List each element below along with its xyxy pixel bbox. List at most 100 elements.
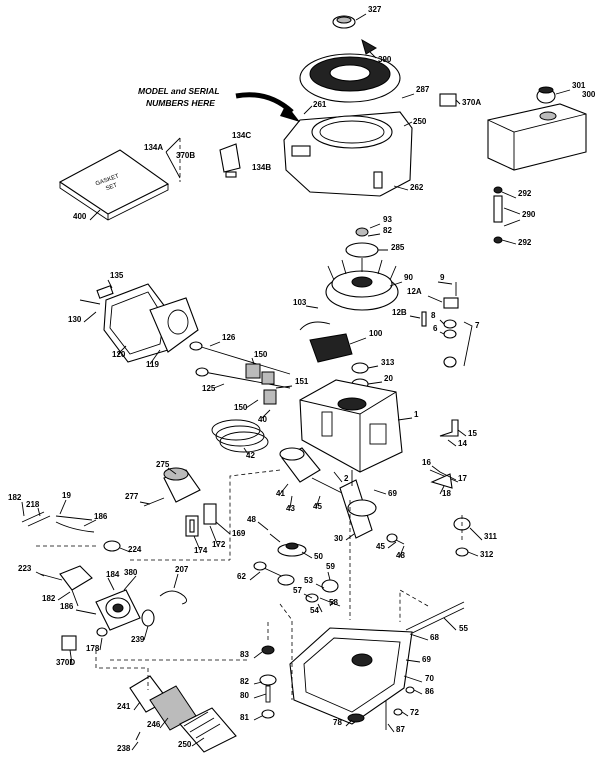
part-50-cam-gear [269, 533, 405, 557]
part-285-screen [345, 242, 379, 258]
part-400-gasket-set [58, 149, 170, 221]
part-label-p327: 327 [368, 5, 382, 14]
part-label-p400: 400 [73, 212, 87, 221]
part-172-174-169-gaskets [185, 503, 217, 537]
part-label-p7: 7 [475, 321, 480, 330]
part-72-plug [393, 708, 403, 716]
part-19-218-186-links [21, 511, 95, 533]
part-label-p45a: 45 [313, 502, 322, 511]
part-label-p130: 130 [68, 315, 82, 324]
part-label-p150a: 150 [254, 350, 268, 359]
part-134-bracket [219, 143, 241, 178]
part-313-seal [351, 362, 369, 374]
part-label-p313: 313 [381, 358, 395, 367]
part-label-p126: 126 [222, 333, 236, 342]
part-label-p169: 169 [232, 529, 246, 538]
part-label-p8: 8 [431, 311, 436, 320]
part-label-p68: 68 [430, 633, 439, 642]
part-label-p69b: 69 [422, 655, 431, 664]
part-label-p86: 86 [425, 687, 434, 696]
part-label-p246: 246 [147, 720, 161, 729]
part-label-p12B: 12B [392, 308, 407, 317]
part-label-p12A: 12A [407, 287, 422, 296]
part-label-p311: 311 [484, 532, 497, 541]
part-label-p20: 20 [384, 374, 393, 383]
part-239-gasket [141, 609, 155, 627]
part-label-p14: 14 [458, 439, 467, 448]
part-label-p261: 261 [313, 100, 327, 109]
parts-artwork [21, 15, 587, 753]
part-label-p172: 172 [212, 540, 226, 549]
part-label-p134A: 134A [144, 143, 163, 152]
part-label-p178: 178 [86, 644, 100, 653]
dashed-guides [36, 138, 463, 700]
part-90-flywheel [325, 258, 399, 311]
part-69-cylinder-cover [289, 627, 413, 725]
part-label-p151: 151 [295, 377, 309, 386]
part-label-p184: 184 [106, 570, 120, 579]
part-290-exhaust-studs [493, 186, 503, 244]
part-label-p100: 100 [369, 329, 383, 338]
part-label-p182a: 182 [8, 493, 22, 502]
part-label-p370A: 370A [462, 98, 481, 107]
part-label-p69a: 69 [388, 489, 397, 498]
callout-line-2: NUMBERS HERE [146, 98, 215, 108]
part-370d-label [61, 635, 77, 651]
part-carburetor [95, 589, 141, 637]
part-label-p119: 119 [146, 360, 159, 369]
part-label-p135: 135 [110, 271, 124, 280]
part-label-p17: 17 [458, 474, 467, 483]
part-label-p150b: 150 [234, 403, 248, 412]
model-serial-callout: MODEL and SERIAL NUMBERS HERE [138, 86, 300, 122]
part-label-p277: 277 [125, 492, 139, 501]
part-label-p186b: 186 [60, 602, 74, 611]
part-label-p78: 78 [333, 718, 342, 727]
part-label-p54: 54 [310, 606, 319, 615]
part-16-17-18-link [429, 469, 459, 489]
part-label-p19: 19 [62, 491, 71, 500]
part-42-piston-rings [211, 419, 269, 453]
part-label-p42: 42 [246, 451, 255, 460]
part-label-p250a: 250 [413, 117, 427, 126]
part-label-p40: 40 [258, 415, 267, 424]
part-label-p241: 241 [117, 702, 131, 711]
part-label-p380: 380 [124, 568, 138, 577]
part-label-p43: 43 [286, 504, 295, 513]
part-label-p390: 390 [378, 55, 392, 64]
part-86-drain [405, 686, 415, 694]
part-label-p9: 9 [440, 273, 445, 282]
part-275-air-filter [143, 467, 201, 507]
part-label-p82b: 82 [240, 677, 249, 686]
part-55-dipstick [405, 601, 465, 637]
gasket-label-line-2: SET [105, 183, 118, 193]
leader-lines [21, 13, 571, 751]
part-label-p6: 6 [433, 324, 438, 333]
part-label-p312: 312 [480, 550, 494, 559]
part-label-p53: 53 [304, 576, 313, 585]
part-label-p82a: 82 [383, 226, 392, 235]
part-governor-stack [421, 282, 459, 368]
part-label-p59: 59 [326, 562, 335, 571]
part-label-p103: 103 [293, 298, 307, 307]
part-label-p58: 58 [329, 598, 338, 607]
part-30-crankshaft [339, 470, 377, 539]
part-label-p15: 15 [468, 429, 477, 438]
part-label-p81: 81 [240, 713, 249, 722]
part-label-p182b: 182 [42, 594, 56, 603]
part-label-p50: 50 [314, 552, 323, 561]
part-14-15-governor-arm [439, 419, 459, 437]
part-label-p370D: 370D [56, 658, 75, 667]
part-label-p250b: 250 [178, 740, 192, 749]
part-300-muffler [487, 86, 587, 171]
part-label-p1: 1 [414, 410, 419, 419]
part-207-governor-spring [159, 590, 187, 605]
part-label-p80: 80 [240, 691, 249, 700]
part-label-p285: 285 [391, 243, 405, 252]
part-label-p18: 18 [442, 489, 451, 498]
part-valves [189, 341, 291, 405]
part-250-blower-housing [283, 111, 413, 197]
part-label-p301: 301 [572, 81, 586, 90]
part-label-p292a: 292 [518, 189, 532, 198]
part-label-p30: 30 [334, 534, 343, 543]
part-air-cleaner-assembly [129, 675, 237, 753]
